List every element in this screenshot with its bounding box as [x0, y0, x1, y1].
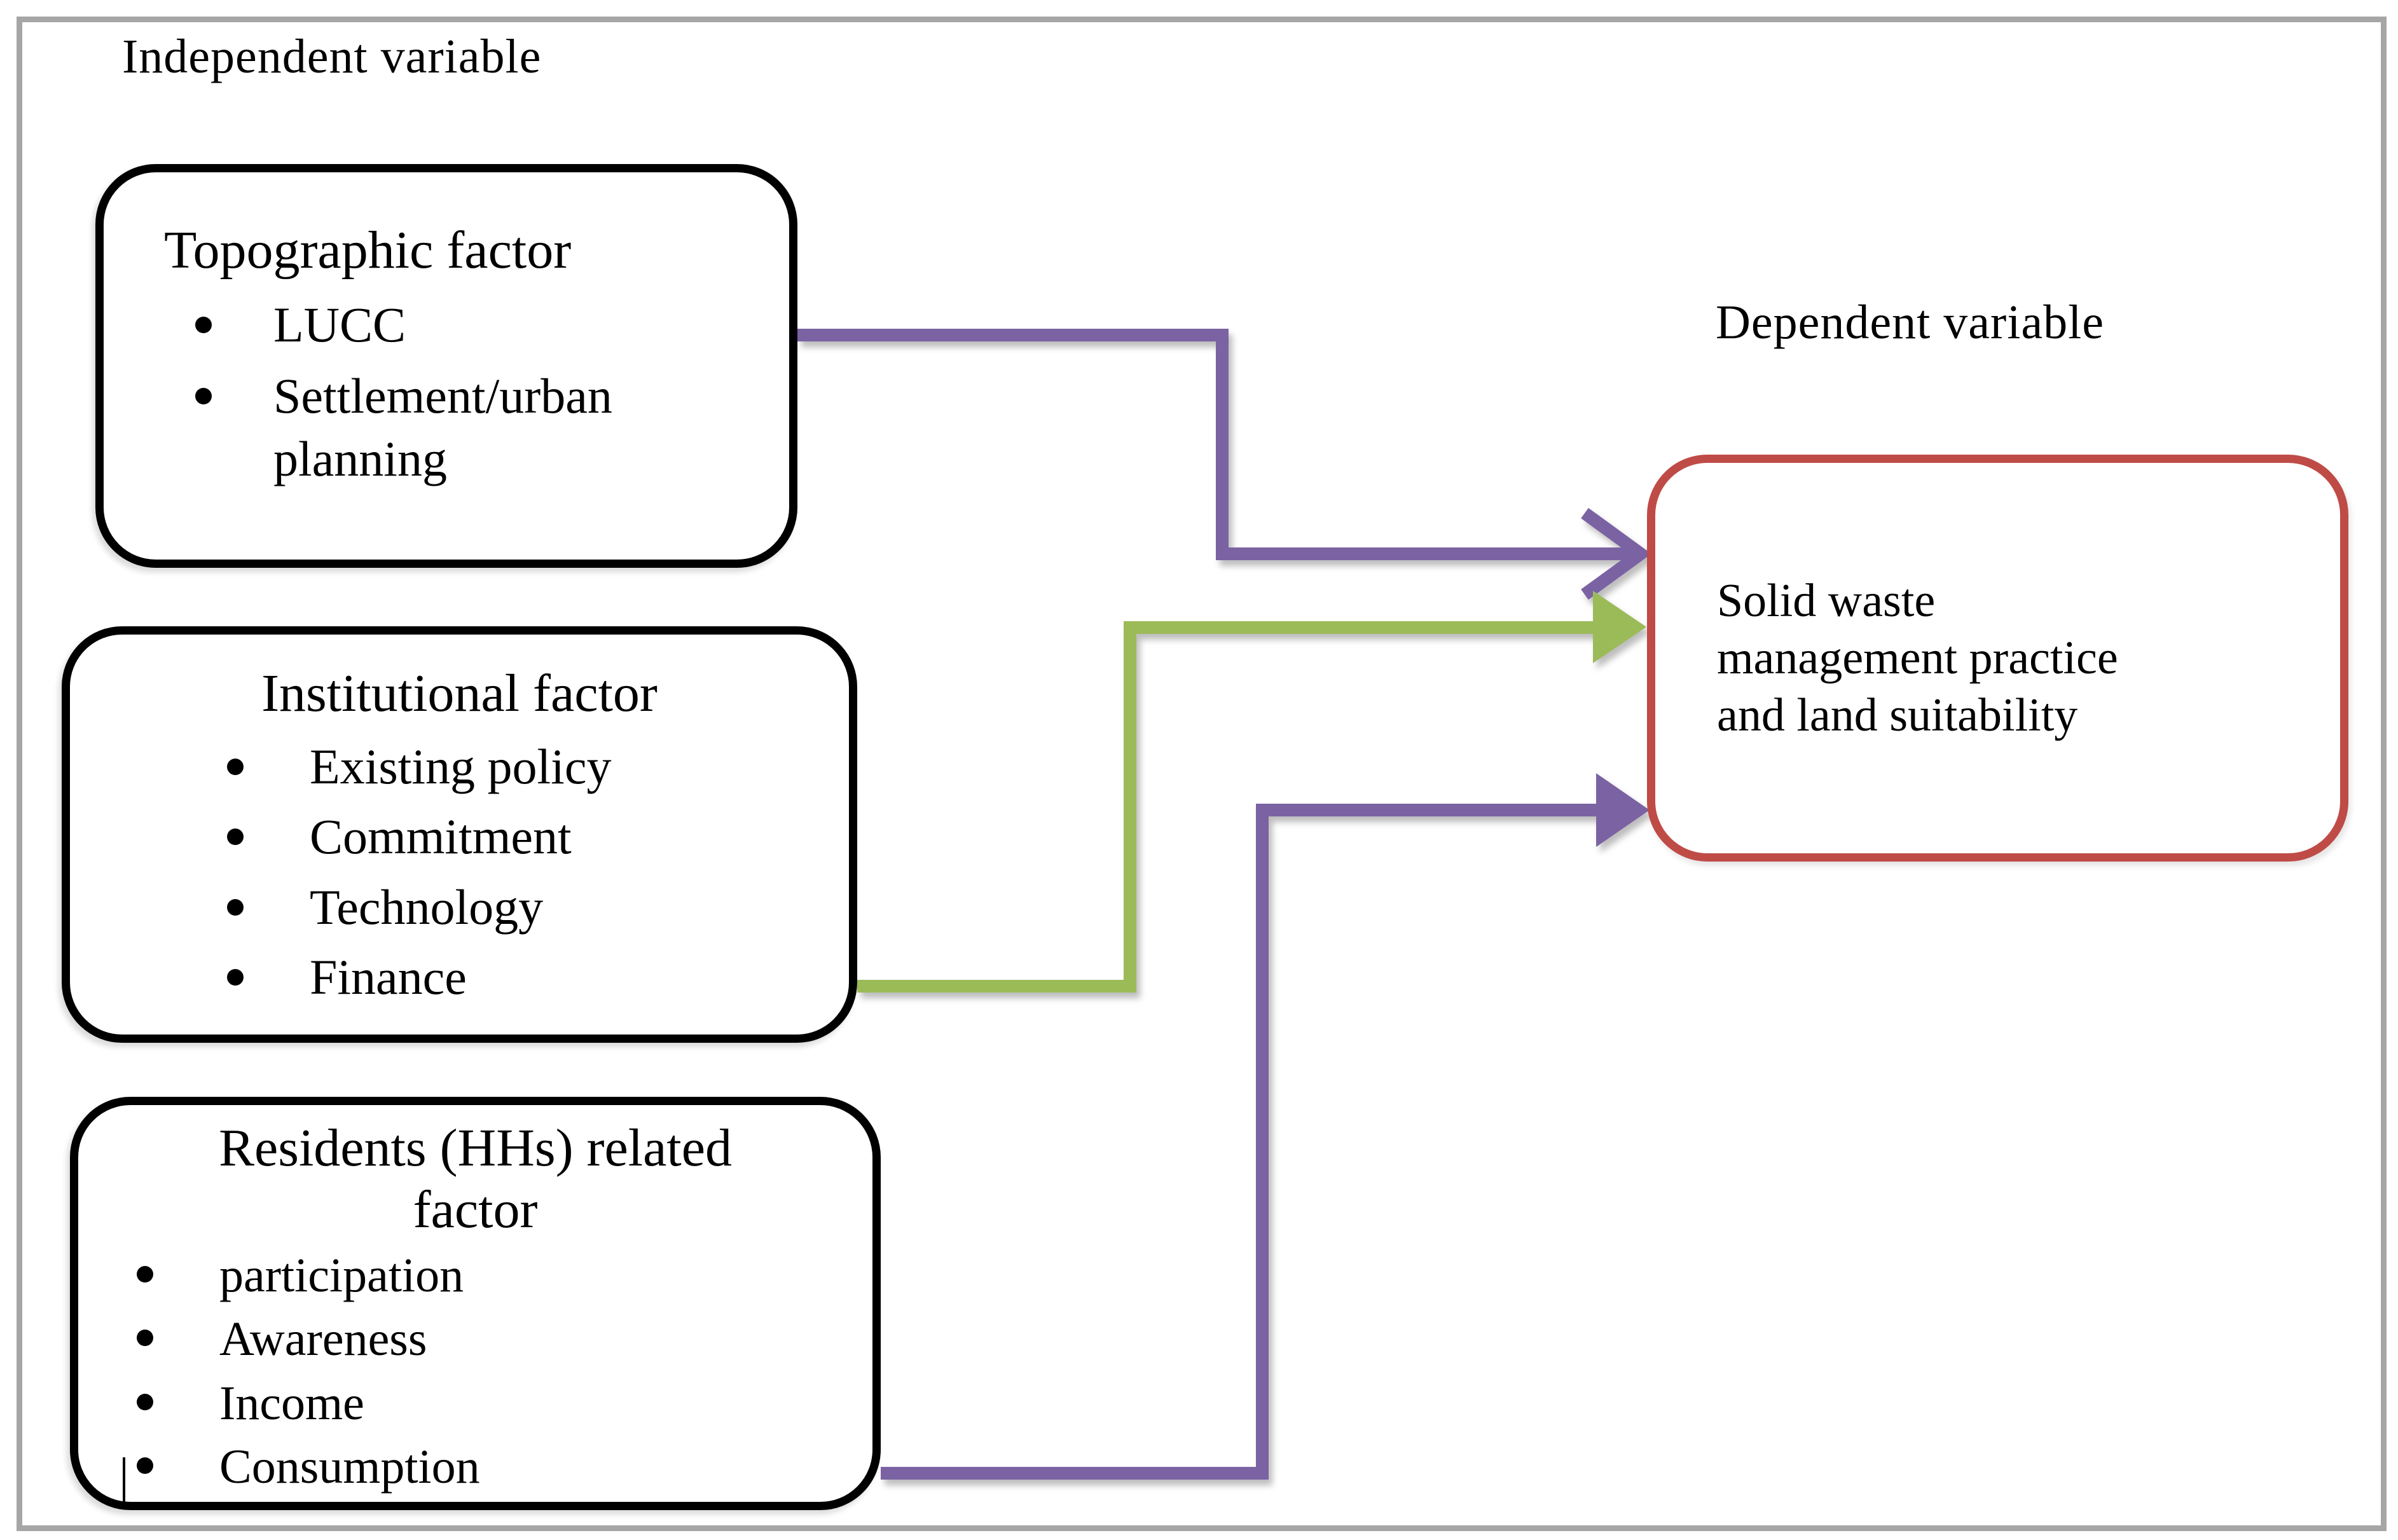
list-item: Commitment: [70, 806, 849, 868]
list-item: Consumption: [78, 1438, 872, 1496]
topographic-factor-box: Topographic factor LUCC Settlement/urban…: [95, 164, 797, 568]
dependent-variable-label: Dependent variable: [1716, 296, 2104, 349]
residents-factor-box: Residents (HHs) related factor participa…: [70, 1097, 881, 1510]
institutional-factor-box: Institutional factor Existing policy Com…: [62, 626, 857, 1043]
list-item: Existing policy: [70, 736, 849, 798]
list-item: Settlement/urban planning: [104, 365, 789, 490]
bullet-icon: [137, 1393, 153, 1410]
topographic-factor-list: LUCC Settlement/urban planning: [104, 294, 789, 490]
topographic-factor-title: Topographic factor: [164, 221, 572, 280]
residents-factor-list: participation Awareness Income Consumpti…: [78, 1247, 872, 1496]
list-item: Finance: [70, 946, 849, 1008]
bullet-icon: [227, 828, 244, 846]
bullet-icon: [227, 759, 244, 775]
residents-factor-title: Residents (HHs) related factor: [218, 1118, 733, 1239]
independent-variable-label: Independent variable: [122, 30, 542, 83]
institutional-factor-list: Existing policy Commitment Technology Fi…: [70, 736, 849, 1008]
bullet-icon: [227, 968, 244, 986]
dependent-variable-box: Solid waste management practice and land…: [1647, 455, 2348, 862]
list-item: Technology: [70, 876, 849, 938]
dependent-box-text-line: management practice: [1717, 631, 2118, 684]
bullet-icon: [195, 388, 212, 405]
bullet-icon: [195, 317, 212, 333]
institutional-factor-title: Institutional factor: [261, 664, 658, 723]
dependent-box-text-line: Solid waste: [1717, 574, 1936, 627]
list-item: participation: [78, 1247, 872, 1305]
list-item: Awareness: [78, 1310, 872, 1368]
list-item: LUCC: [104, 294, 789, 356]
list-item: Income: [78, 1375, 872, 1433]
page-border: [17, 17, 2387, 1531]
bullet-icon: [137, 1457, 153, 1474]
bullet-icon: [227, 898, 244, 916]
text-cursor-artifact: [123, 1457, 125, 1502]
bullet-icon: [137, 1266, 153, 1283]
dependent-box-text-line: and land suitability: [1717, 689, 2078, 742]
bullet-icon: [137, 1330, 153, 1347]
